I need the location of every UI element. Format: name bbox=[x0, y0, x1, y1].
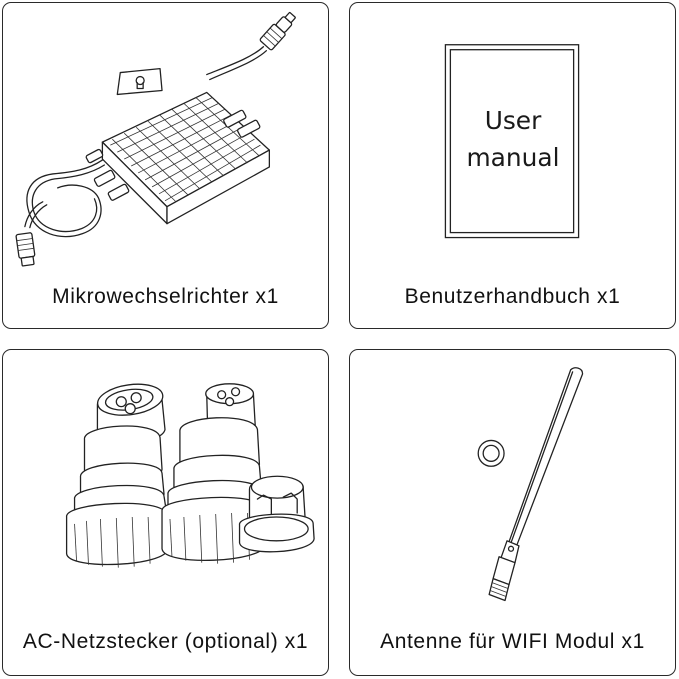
card-user-manual: User manual Benutzerhandbuch x1 bbox=[349, 2, 676, 329]
manual-cover-line1: User bbox=[485, 106, 542, 135]
card-ac-connectors: AC-Netzstecker (optional) x1 bbox=[2, 349, 329, 676]
microinverter-icon bbox=[15, 12, 296, 267]
card-antenna: Antenne für WIFI Modul x1 bbox=[349, 349, 676, 676]
user-manual-icon: User manual bbox=[444, 44, 580, 239]
card-caption-user-manual: Benutzerhandbuch x1 bbox=[404, 285, 621, 308]
card-microinverter: Mikrowechselrichter x1 bbox=[2, 2, 329, 329]
ac-connectors-icon bbox=[65, 383, 315, 568]
card-caption-ac-connectors: AC-Netzstecker (optional) x1 bbox=[22, 630, 309, 653]
manual-cover-line2: manual bbox=[467, 143, 560, 172]
card-caption-antenna: Antenne für WIFI Modul x1 bbox=[380, 630, 645, 653]
card-caption-microinverter: Mikrowechselrichter x1 bbox=[52, 285, 279, 308]
antenna-icon bbox=[477, 367, 584, 602]
